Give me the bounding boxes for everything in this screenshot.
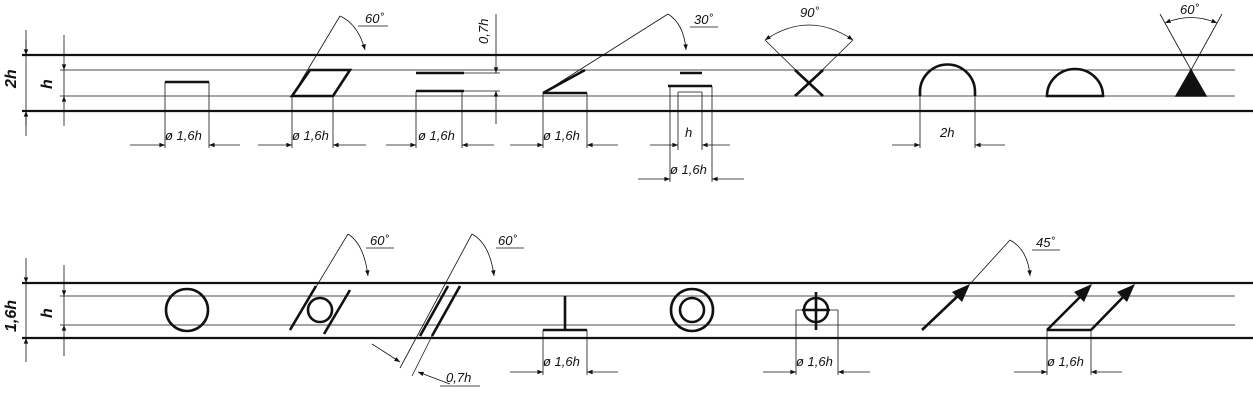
bottom-band: 1,6h h 60˚ 60˚ 0,7h <box>3 233 1253 387</box>
symbol-crosshair: ø 1,6h <box>763 292 870 375</box>
angle-60-d: 60˚ <box>498 233 517 248</box>
dim-16h-5: ø 1,6h <box>670 162 707 177</box>
symbol-double-circle <box>669 287 715 333</box>
label-16h: 1,6h <box>3 300 20 332</box>
top-band: 2h h ø 1,6h ø 1,6h 60˚ <box>3 2 1253 182</box>
angle-60-b: 60˚ <box>1180 2 1199 17</box>
symbol-arch: 2h <box>892 63 1005 148</box>
dim-16h-2: ø 1,6h <box>292 128 329 143</box>
dim-16h-4: ø 1,6h <box>543 128 580 143</box>
dim-2h: 2h <box>939 125 954 140</box>
angle-90: 90˚ <box>800 5 819 20</box>
dim-h-flange: h <box>685 125 692 140</box>
dim-16h-7: ø 1,6h <box>796 354 833 369</box>
symbol-double-slant: 60˚ 0,7h <box>371 233 524 387</box>
angle-30: 30˚ <box>694 12 713 27</box>
symbol-parallelogram: ø 1,6h 60˚ <box>258 11 388 148</box>
angle-45: 45˚ <box>1036 235 1055 250</box>
angle-60-c: 60˚ <box>370 233 389 248</box>
symbol-flat: ø 1,6h <box>130 80 240 148</box>
symbol-half-circle <box>1045 67 1105 98</box>
symbol-cross-90: 90˚ <box>764 5 854 97</box>
symbol-flange: h ø 1,6h <box>638 71 744 182</box>
angle-60-a: 60˚ <box>365 11 384 26</box>
symbol-bevel-30: ø 1,6h 30˚ <box>510 12 718 148</box>
symbol-circle <box>164 287 210 333</box>
symbol-two-plates: ø 1,6h 0,7h <box>386 14 500 148</box>
symbol-circle-slanted: 60˚ <box>288 233 394 335</box>
dim-16h-1: ø 1,6h <box>165 128 202 143</box>
label-2h: 2h <box>3 69 20 89</box>
dim-16h-3: ø 1,6h <box>418 128 455 143</box>
dim-16h-8: ø 1,6h <box>1047 354 1084 369</box>
dim-16h-6: ø 1,6h <box>543 354 580 369</box>
symbol-double-arrow-45: ø 1,6h 45˚ <box>969 235 1135 375</box>
dim-07h-bottom: 0,7h <box>446 370 471 385</box>
label-h-bottom: h <box>39 308 56 318</box>
symbol-inverted-t: ø 1,6h <box>510 296 618 375</box>
symbol-filled-triangle: 60˚ <box>1159 2 1223 97</box>
symbol-arrow-45 <box>921 284 970 331</box>
dim-07h-top: 0,7h <box>476 19 491 44</box>
label-h-top: h <box>39 79 56 89</box>
